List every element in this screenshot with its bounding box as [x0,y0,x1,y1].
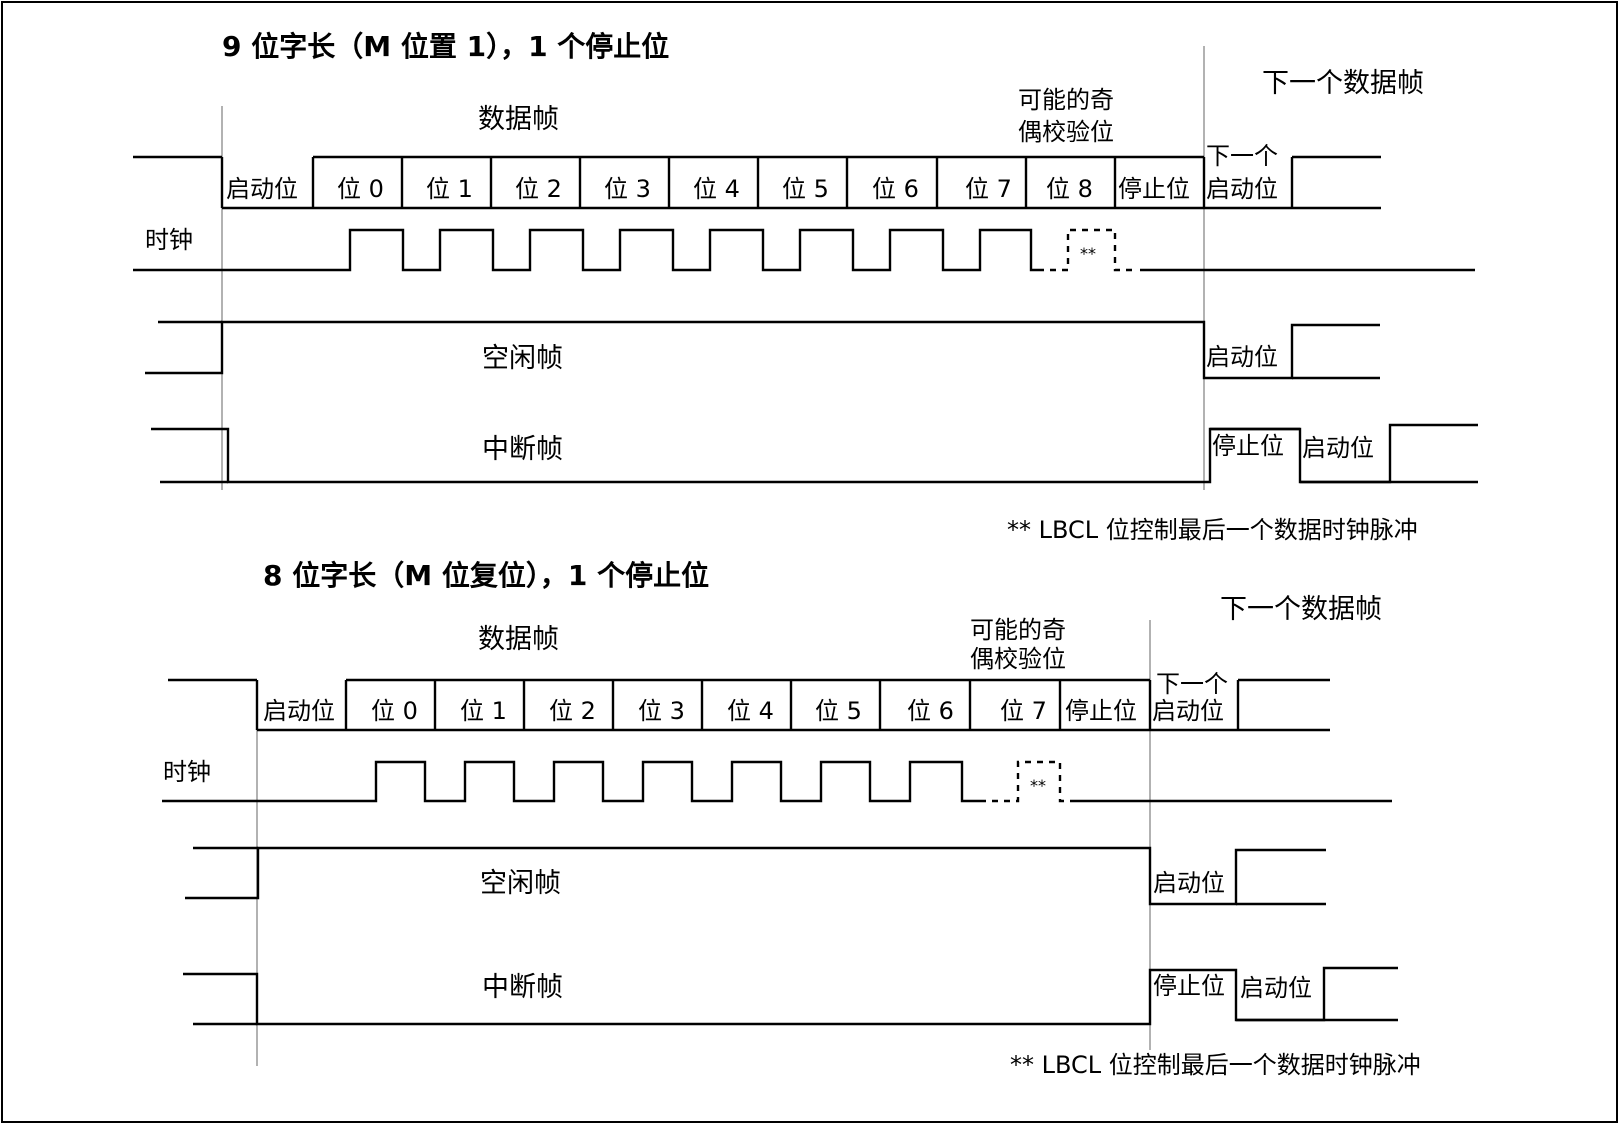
section2-stop-bit: 停止位 [1065,697,1137,725]
section1-clock-label: 时钟 [145,226,193,254]
section2-parity-line2: 偶校验位 [970,645,1066,673]
section1-start-bit: 启动位 [226,175,298,203]
section2-idle-start: 启动位 [1153,869,1225,897]
section1-next-frame-label: 下一个数据帧 [1262,68,1424,99]
section1-clock-wave [133,228,1038,272]
section2-title: 8 位字长（M 位复位），1 个停止位 [263,559,709,592]
section2-bit-5: 位 5 [815,697,862,725]
section1-footnote: ** LBCL 位控制最后一个数据时钟脉冲 [1007,516,1418,544]
section1-clock-row: 时钟 ** [133,226,1475,272]
section2-break-frame-label: 中断帧 [482,972,563,1003]
section1-break-stop: 停止位 [1212,432,1284,460]
section1-data-frame-label: 数据帧 [478,104,559,135]
section2-parity-line1: 可能的奇 [970,616,1066,644]
section2-bit-1: 位 1 [460,697,507,725]
section2-idle-frame-label: 空闲帧 [480,868,561,899]
section2-break-stop: 停止位 [1153,972,1225,1000]
section2-bit-3: 位 3 [638,697,685,725]
section1-idle-wave [145,320,1380,380]
section2-break-start: 启动位 [1240,974,1312,1002]
section2-bit-6: 位 6 [907,697,954,725]
section2-idle-wave [185,846,1326,906]
section2-bit-2: 位 2 [549,697,596,725]
section1-parity-line1: 可能的奇 [1018,86,1114,114]
section1-bit-6: 位 6 [872,175,919,203]
section2-break-row: 中断帧 停止位 启动位 [183,966,1398,1026]
section2-start-bit: 启动位 [263,697,335,725]
section1-bit-0: 位 0 [337,175,384,203]
section2-footnote: ** LBCL 位控制最后一个数据时钟脉冲 [1010,1051,1421,1079]
section1-parity-line2: 偶校验位 [1018,118,1114,146]
section1-break-row: 中断帧 停止位 启动位 [151,423,1478,484]
section2-idle-row: 空闲帧 启动位 [185,846,1326,906]
section1-bit-4: 位 4 [693,175,740,203]
section1-stop-bit: 停止位 [1118,175,1190,203]
section1-bit-5: 位 5 [782,175,829,203]
section2-bit-7: 位 7 [1000,697,1047,725]
section2-break-bottom [193,1018,1398,1026]
section1-idle-frame-label: 空闲帧 [482,343,563,374]
section2-clock-last-pulse [980,760,1066,803]
section1-idle-row: 空闲帧 启动位 [145,320,1380,380]
section1-clock-last-pulse [1038,228,1135,272]
section2-clock-marker: ** [1030,776,1046,795]
section1-clock-marker: ** [1080,244,1096,263]
section1-bit-2: 位 2 [515,175,562,203]
section1-next-start-line1: 下一个 [1206,142,1278,170]
section2-break-wave [183,966,1398,1026]
section1-bit-1: 位 1 [426,175,473,203]
section1-title: 9 位字长（M 位置 1），1 个停止位 [222,30,669,63]
section1-bit-7: 位 7 [965,175,1012,203]
section1-bit-3: 位 3 [604,175,651,203]
section2-data-frame-row: 数据帧 可能的奇 偶校验位 下一个数据帧 启动位 位 0 位 1 位 2 位 3… [168,594,1382,732]
section-8bit: 8 位字长（M 位复位），1 个停止位 数据帧 可能的奇 偶校验位 [162,559,1421,1079]
section1-break-frame-label: 中断帧 [482,434,563,465]
section1-next-start-line2: 启动位 [1206,175,1278,203]
section2-next-start-line1: 下一个 [1156,670,1228,698]
section2-bit-4: 位 4 [727,697,774,725]
section-9bit: 9 位字长（M 位置 1），1 个停止位 数据帧 可能的奇 [133,30,1478,544]
section2-clock-wave [162,760,980,803]
section2-bit-0: 位 0 [371,697,418,725]
section1-break-start: 启动位 [1302,434,1374,462]
section1-bit-8: 位 8 [1046,175,1093,203]
section2-clock-row: 时钟 ** [162,758,1392,803]
section2-next-start-line2: 启动位 [1152,697,1224,725]
section2-clock-label: 时钟 [163,758,211,786]
section2-next-frame-label: 下一个数据帧 [1220,594,1382,625]
section1-data-frame-row: 数据帧 可能的奇 偶校验位 下一个数据帧 启动位 位 0 位 1 位 2 位 3… [133,68,1424,210]
section1-idle-start: 启动位 [1206,343,1278,371]
section2-data-frame-label: 数据帧 [478,624,559,655]
